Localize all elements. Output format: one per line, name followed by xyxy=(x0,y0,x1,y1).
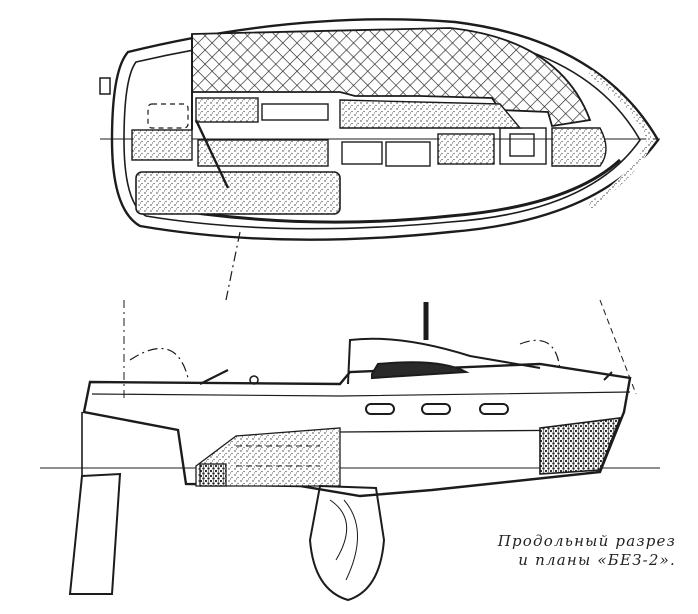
bunk-forward xyxy=(437,133,495,165)
plan-view xyxy=(99,18,660,301)
porthole-2 xyxy=(421,403,451,415)
cabin-trunk xyxy=(347,337,541,385)
elevation-view xyxy=(40,299,660,602)
figure-caption: Продольный разрез и планы «БЕЗ-2». xyxy=(436,532,676,570)
caption-line-2: и планы «БЕЗ-2». xyxy=(518,551,676,569)
gunwale-band xyxy=(149,158,622,224)
caption-line-1: Продольный разрез xyxy=(497,532,676,550)
porthole-3 xyxy=(479,403,509,415)
bunk-left xyxy=(131,129,193,161)
porthole-1 xyxy=(365,403,395,415)
transom-fitting xyxy=(99,77,111,95)
section-leader xyxy=(225,231,241,301)
tiller xyxy=(194,119,230,189)
cabin-roof-hatched xyxy=(191,27,592,128)
rudder xyxy=(68,472,122,595)
keel xyxy=(308,484,386,602)
cockpit-seat xyxy=(135,171,341,215)
hull-outline xyxy=(110,18,660,241)
hatch xyxy=(261,103,329,121)
bow-ballast xyxy=(539,417,622,475)
cabin-window xyxy=(371,361,470,380)
